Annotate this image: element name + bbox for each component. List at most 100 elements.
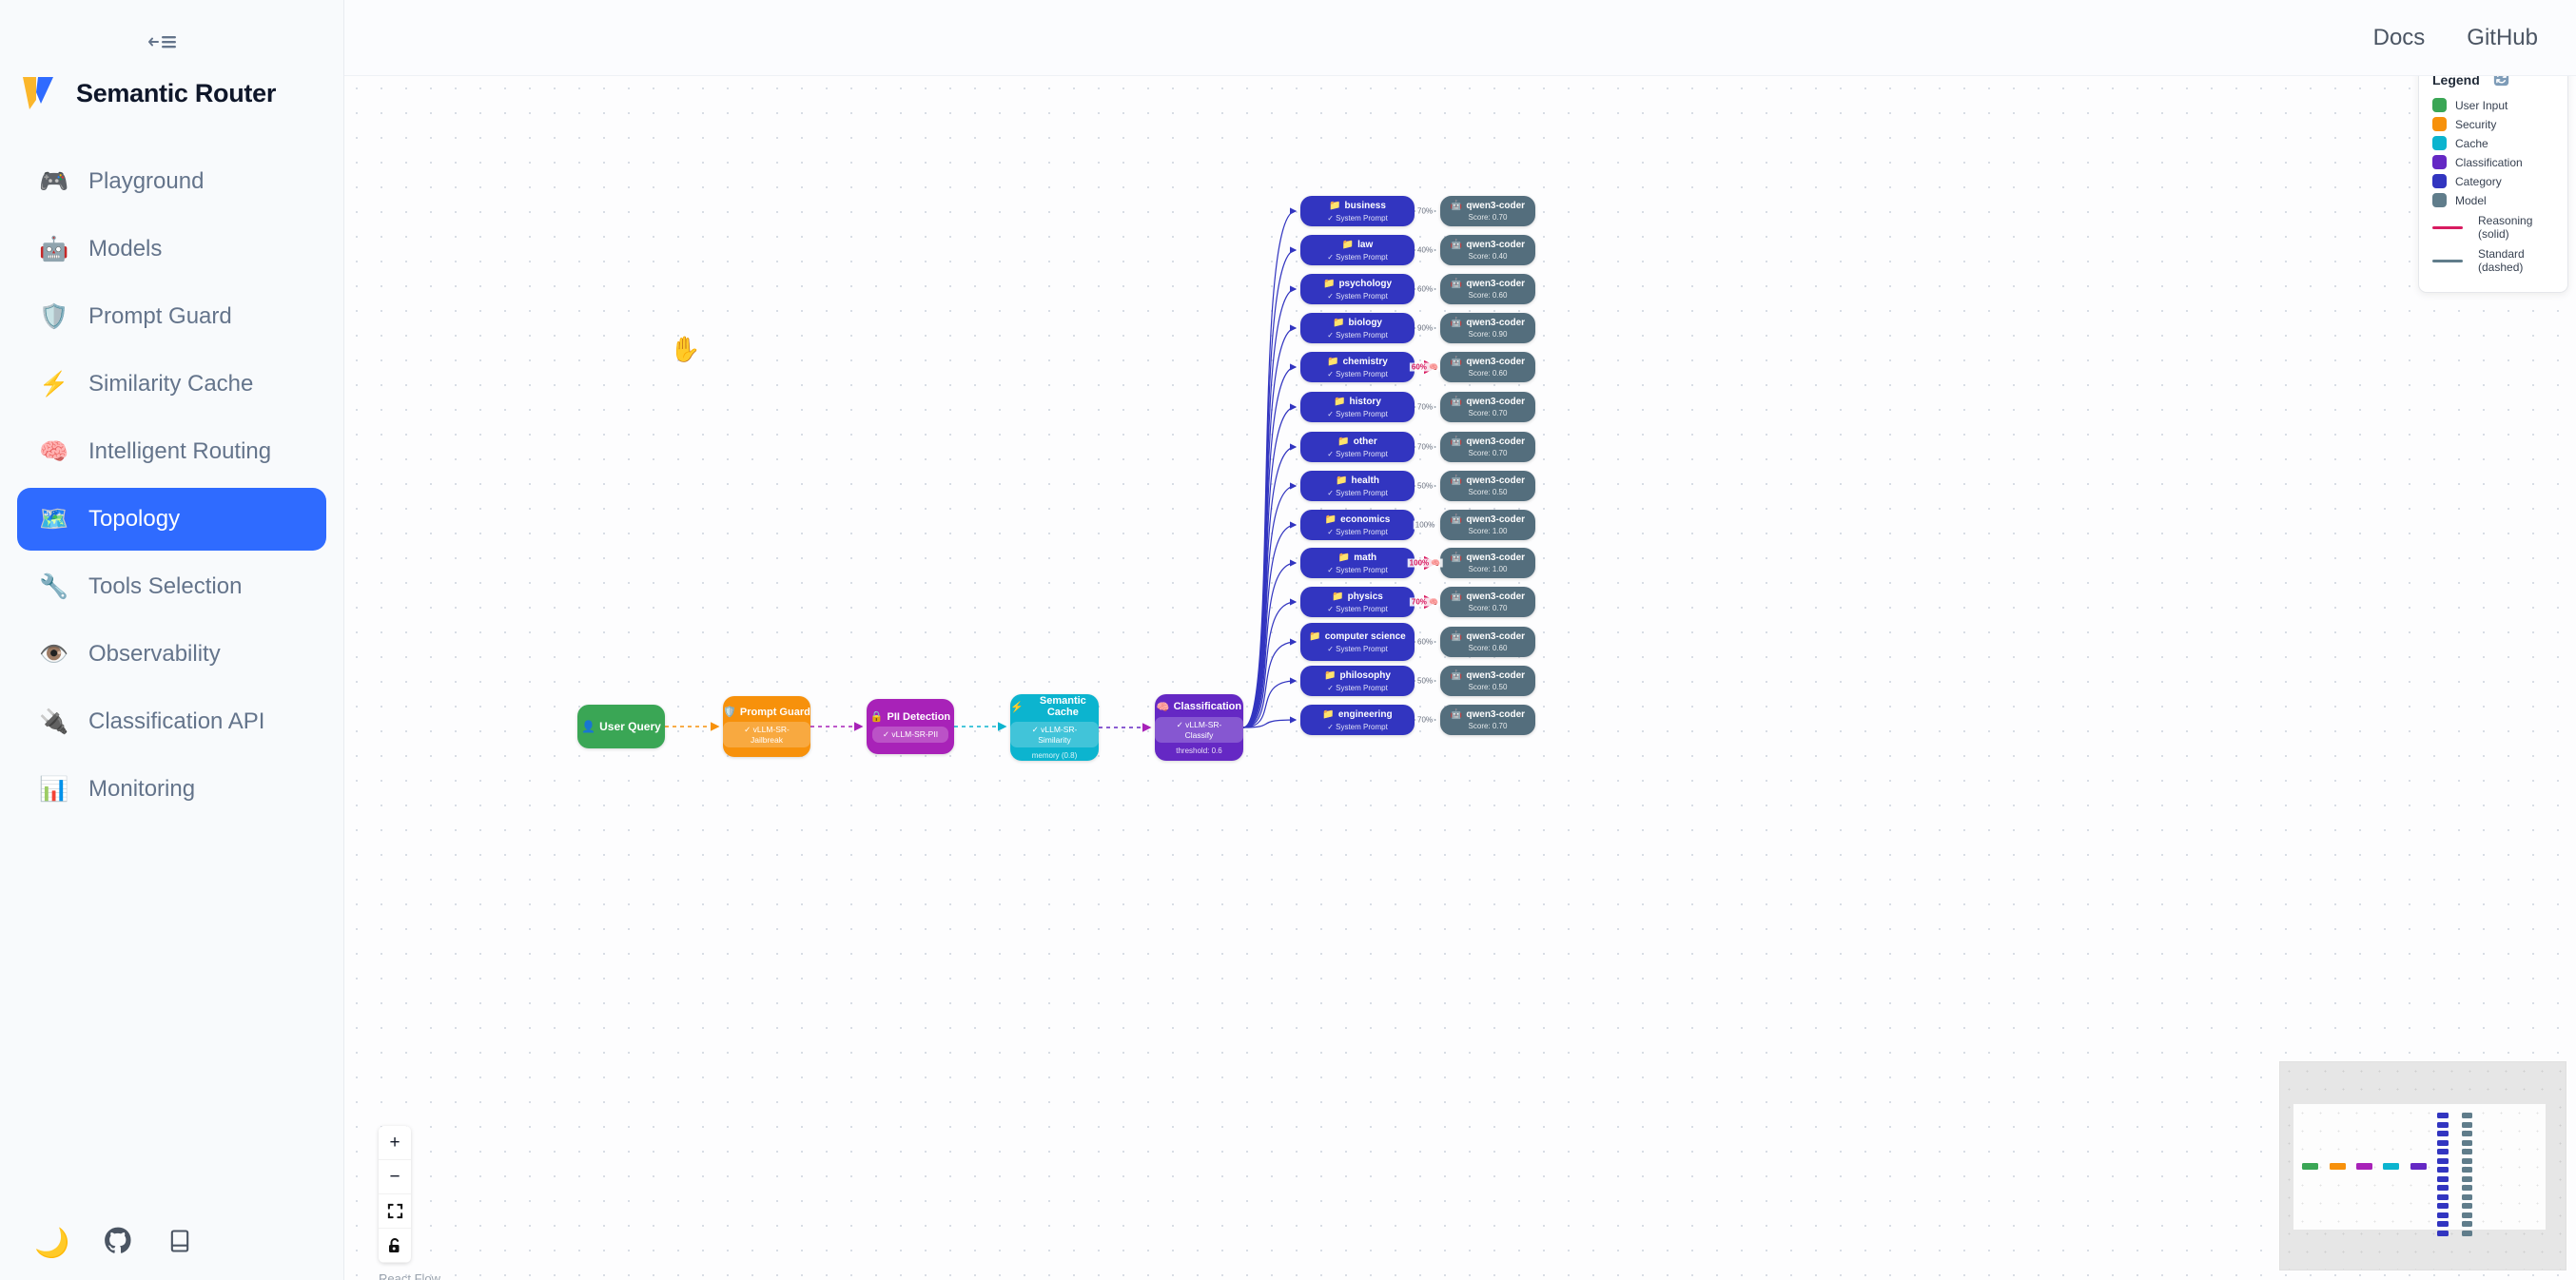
- model-node-score: Score: 0.50: [1468, 683, 1508, 691]
- stage-node-guard[interactable]: 🛡️Prompt Guard✓ vLLM-SR-Jailbreak: [723, 696, 810, 757]
- category-node-label: computer science: [1324, 630, 1406, 642]
- legend-row-classification: Classification: [2432, 155, 2554, 169]
- minimap[interactable]: [2279, 1061, 2566, 1270]
- sidebar-item-playground[interactable]: 🎮Playground: [17, 150, 326, 213]
- minimap-node: [2462, 1167, 2472, 1173]
- model-node-score: Score: 0.70: [1468, 409, 1508, 417]
- category-node[interactable]: 📁business✓ System Prompt: [1300, 196, 1415, 226]
- sidebar-item-icon: 🔌: [39, 708, 69, 735]
- minimap-node: [2356, 1163, 2372, 1170]
- edge: [1242, 521, 1298, 728]
- category-node[interactable]: 📁philosophy✓ System Prompt: [1300, 666, 1415, 696]
- minimap-node: [2437, 1157, 2449, 1164]
- category-node[interactable]: 📁computer science✓ System Prompt: [1300, 623, 1415, 661]
- minimap-node: [2462, 1157, 2472, 1164]
- category-node-title: 📁health: [1336, 475, 1379, 486]
- category-node[interactable]: 📁law✓ System Prompt: [1300, 235, 1415, 265]
- flow-controls: + −: [379, 1126, 411, 1263]
- sidebar-item-icon: 🧠: [39, 437, 69, 465]
- legend-label: Cache: [2455, 136, 2488, 150]
- model-node-label: qwen3-coder: [1466, 670, 1526, 681]
- category-node-label: business: [1344, 200, 1386, 211]
- sidebar-item-classification-api[interactable]: 🔌Classification API: [17, 690, 326, 753]
- category-node[interactable]: 📁chemistry✓ System Prompt: [1300, 352, 1415, 382]
- minimap-node: [2462, 1203, 2472, 1209]
- robot-icon: 🤖: [1450, 201, 1463, 211]
- topology-canvas[interactable]: 👤User Query 🛡️Prompt Guard✓ vLLM-SR-Jailb…: [344, 76, 2576, 1280]
- category-node-label: chemistry: [1342, 356, 1388, 367]
- sidebar-item-observability[interactable]: 👁️Observability: [17, 623, 326, 686]
- github-icon[interactable]: [104, 1227, 132, 1261]
- logo-icon: [21, 75, 61, 111]
- fit-view-icon[interactable]: [379, 1194, 411, 1229]
- folder-icon: 📁: [1329, 200, 1341, 211]
- category-node[interactable]: 📁economics✓ System Prompt: [1300, 510, 1415, 540]
- category-node[interactable]: 📁history✓ System Prompt: [1300, 392, 1415, 422]
- category-node[interactable]: 📁other✓ System Prompt: [1300, 432, 1415, 462]
- sidebar-item-tools-selection[interactable]: 🔧Tools Selection: [17, 555, 326, 618]
- category-node[interactable]: 📁health✓ System Prompt: [1300, 471, 1415, 501]
- edge-label-confidence: 60%: [1415, 284, 1435, 294]
- category-node[interactable]: 📁biology✓ System Prompt: [1300, 313, 1415, 343]
- category-node-meta: ✓ System Prompt: [1327, 330, 1388, 339]
- brand[interactable]: Semantic Router: [0, 68, 343, 118]
- sidebar-item-models[interactable]: 🤖Models: [17, 218, 326, 281]
- topbar-link-docs[interactable]: Docs: [2372, 24, 2426, 50]
- robot-icon: 🤖: [1450, 318, 1463, 328]
- stage-node-user[interactable]: 👤User Query: [577, 705, 665, 748]
- legend-row-user-input: User Input: [2432, 98, 2554, 112]
- model-node-label: qwen3-coder: [1466, 357, 1526, 367]
- sidebar-item-topology[interactable]: 🗺️Topology: [17, 488, 326, 551]
- category-node-title: 📁chemistry: [1327, 357, 1388, 367]
- edge-label-confidence: 90%: [1415, 323, 1435, 333]
- sidebar-item-prompt-guard[interactable]: 🛡️Prompt Guard: [17, 285, 326, 348]
- refresh-icon[interactable]: [2493, 76, 2509, 89]
- lock-icon[interactable]: [379, 1229, 411, 1263]
- zoom-out-button[interactable]: −: [379, 1160, 411, 1194]
- model-node-title: 🤖qwen3-coder: [1451, 553, 1525, 563]
- sidebar-item-similarity-cache[interactable]: ⚡Similarity Cache: [17, 353, 326, 416]
- sidebar-item-label: Topology: [88, 506, 181, 532]
- collapse-menu-icon[interactable]: [141, 27, 185, 57]
- category-node-meta: ✓ System Prompt: [1327, 722, 1388, 731]
- legend-row-security: Security: [2432, 117, 2554, 131]
- category-node-title: 📁other: [1337, 436, 1376, 447]
- category-node[interactable]: 📁engineering ✓ System Prompt: [1300, 705, 1415, 735]
- sidebar-item-monitoring[interactable]: 📊Monitoring: [17, 758, 326, 821]
- category-node[interactable]: 📁math✓ System Prompt: [1300, 548, 1415, 578]
- folder-icon: 📁: [1322, 708, 1335, 720]
- edge-label-confidence: 100% 🧠: [1407, 558, 1443, 568]
- docs-book-icon[interactable]: [166, 1228, 193, 1260]
- legend-swatch: [2432, 98, 2447, 112]
- sidebar-item-intelligent-routing[interactable]: 🧠Intelligent Routing: [17, 420, 326, 483]
- legend-swatch: [2432, 136, 2447, 150]
- topbar-link-github[interactable]: GitHub: [2467, 24, 2538, 50]
- stage-node-icon: ⚡: [1010, 701, 1024, 713]
- category-node[interactable]: 📁physics✓ System Prompt: [1300, 587, 1415, 617]
- dark-mode-icon[interactable]: 🌙: [34, 1228, 70, 1259]
- stage-node-pii[interactable]: 🔒PII Detection✓ vLLM-SR-PII: [867, 699, 954, 754]
- category-node[interactable]: 📁psychology✓ System Prompt: [1300, 274, 1415, 304]
- category-node-label: law: [1357, 239, 1374, 250]
- stage-node-model-chip: ✓ vLLM-SR-Similarity: [1010, 722, 1099, 747]
- edge: [1242, 403, 1298, 728]
- folder-icon: 📁: [1324, 669, 1337, 681]
- zoom-in-button[interactable]: +: [379, 1126, 411, 1160]
- category-node-label: engineering: [1337, 708, 1393, 720]
